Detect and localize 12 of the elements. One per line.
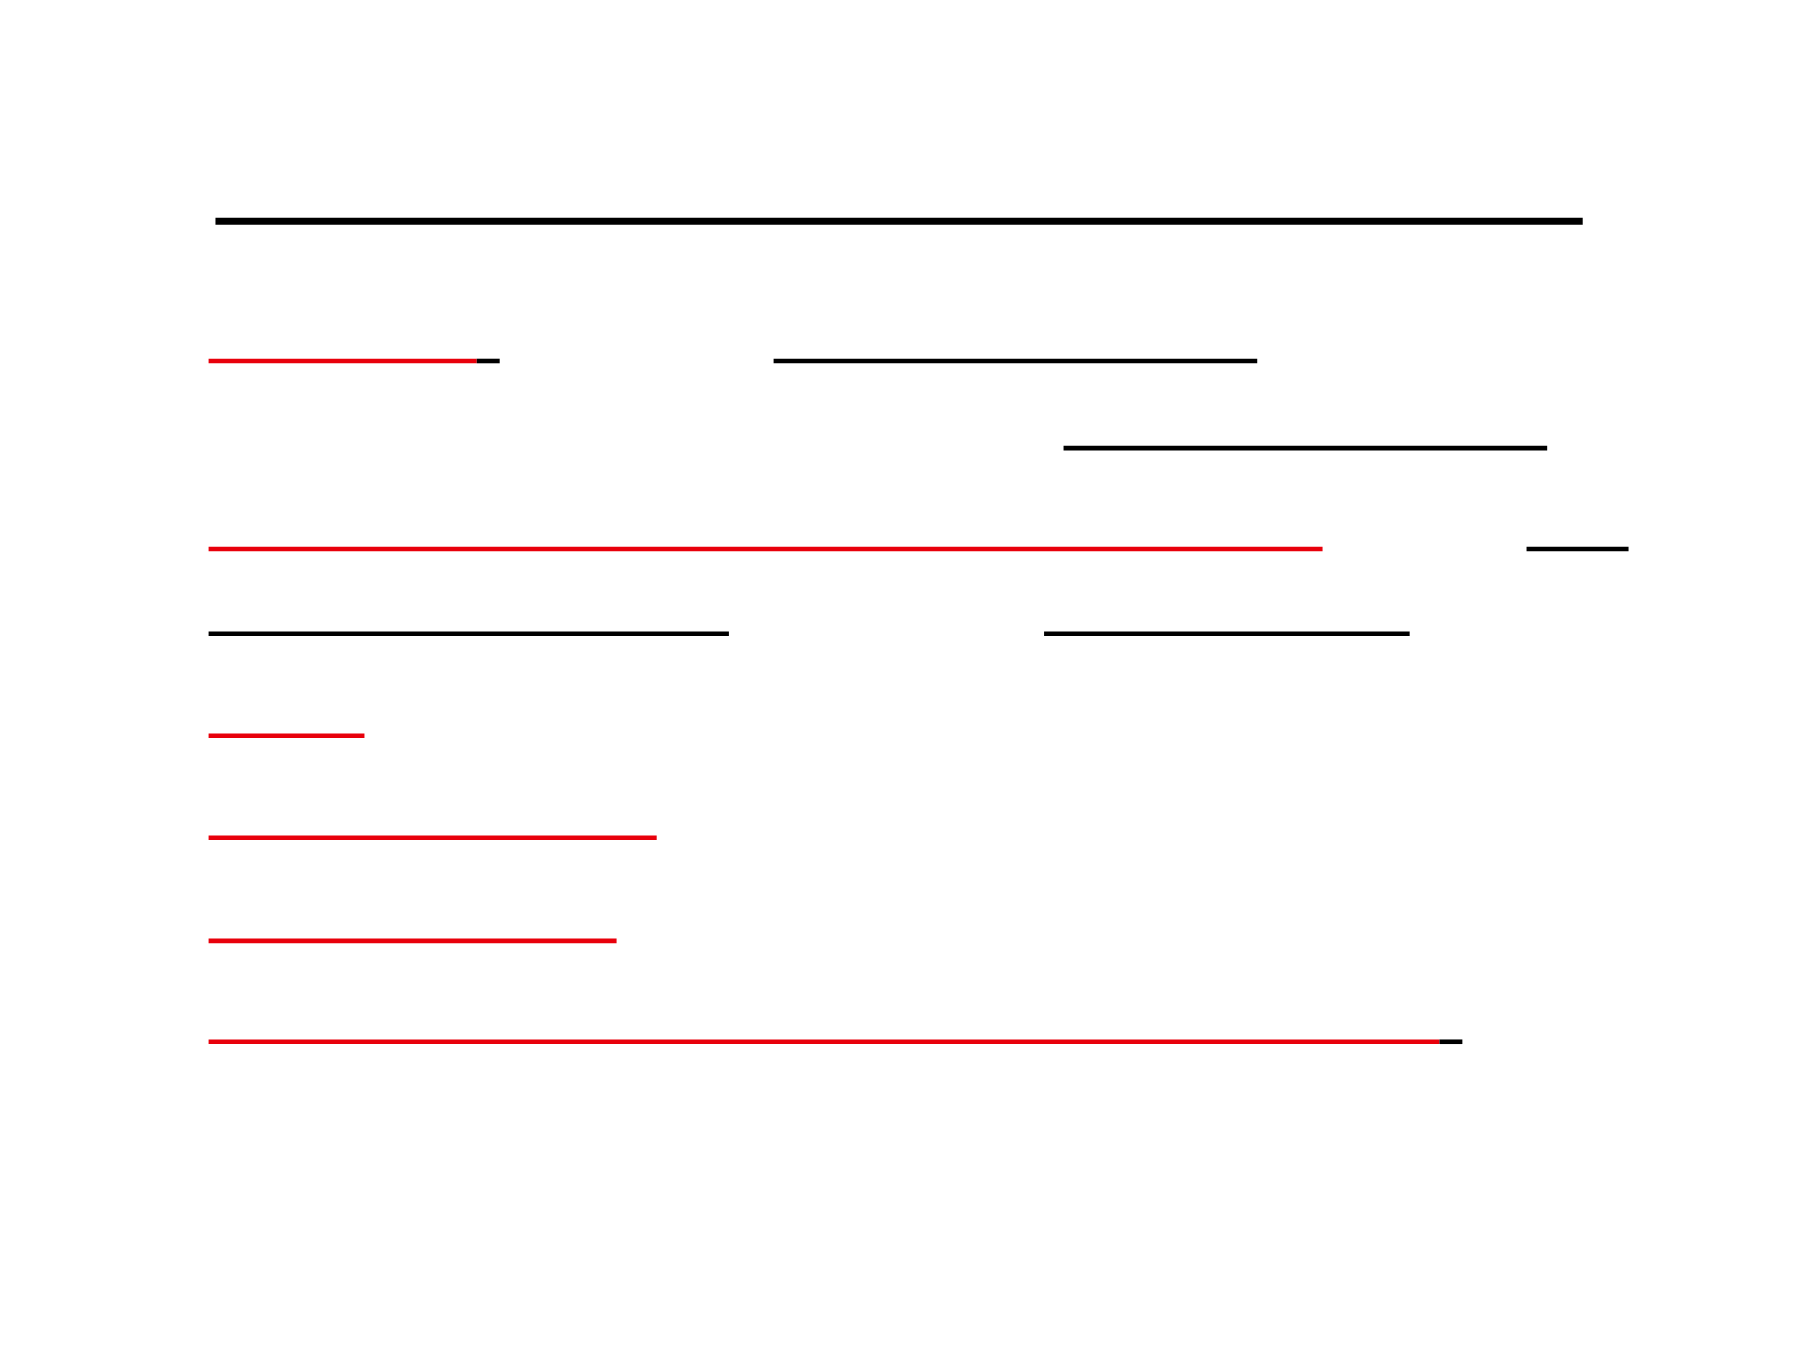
bar [208,733,365,739]
bar [208,1039,1463,1045]
bar [1044,631,1410,637]
bar [208,938,617,944]
bar [208,835,657,841]
bar [1526,546,1629,552]
bar [1063,445,1548,451]
bar [208,546,1323,552]
bar [773,358,1258,364]
bar [215,217,1583,225]
bar [208,631,729,637]
bar [208,358,500,364]
